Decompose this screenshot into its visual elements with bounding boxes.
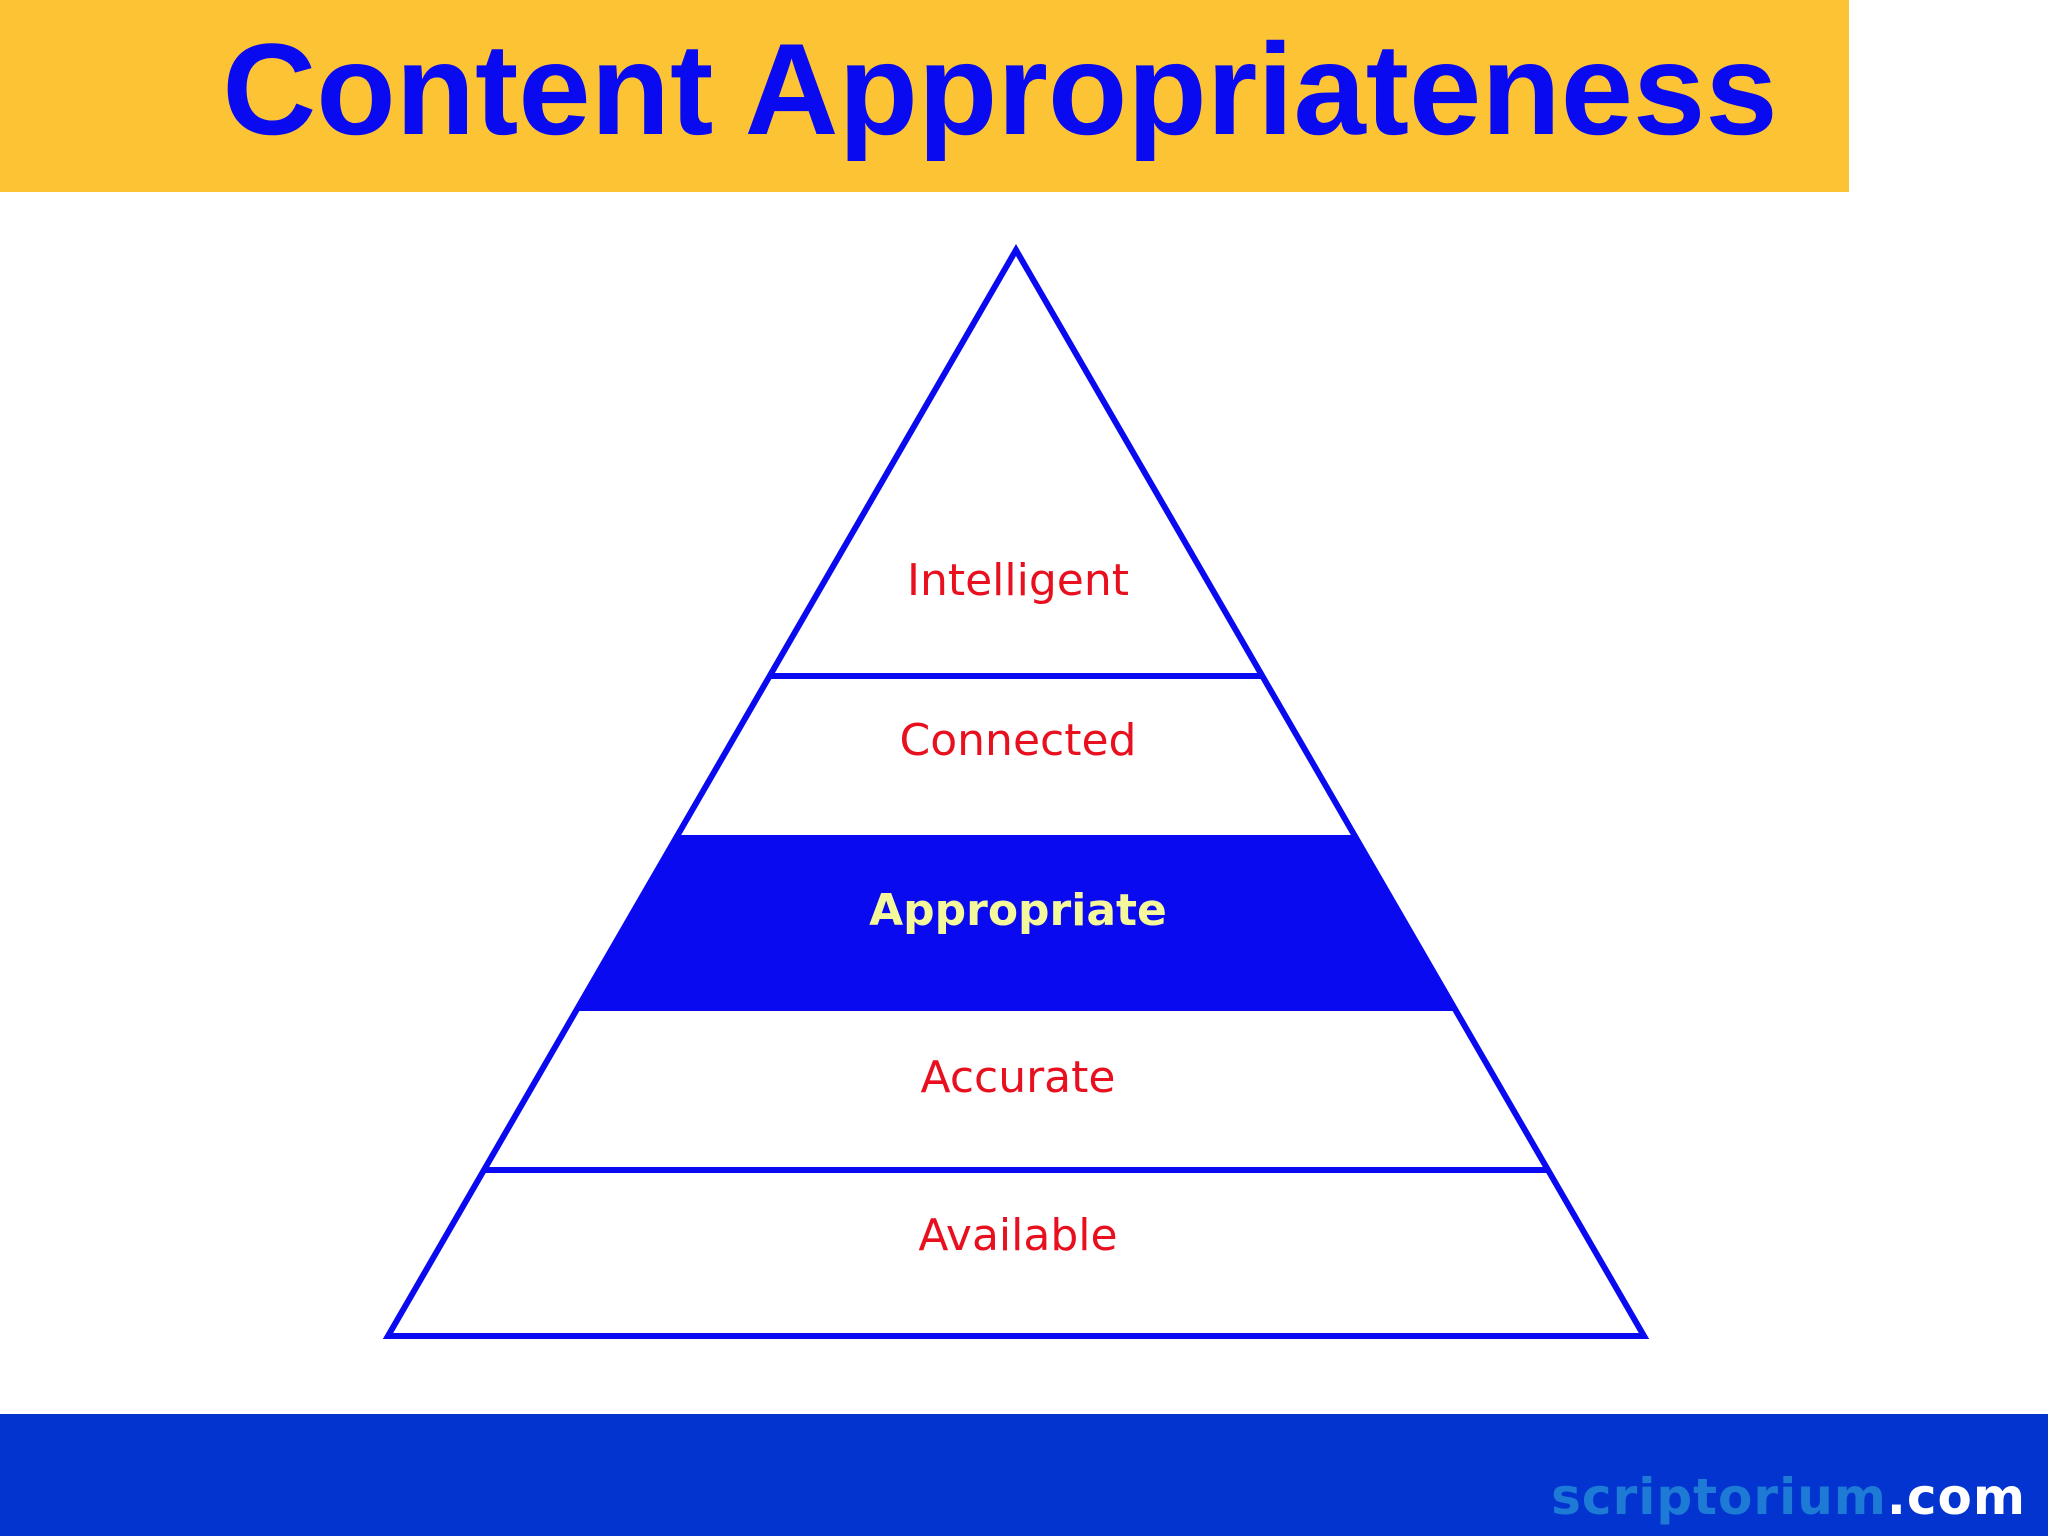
pyramid-tier-label: Intelligent xyxy=(907,555,1129,606)
slide-title: Content Appropriateness xyxy=(222,16,1778,162)
brand-name: scriptorium xyxy=(1551,1468,1887,1526)
pyramid-tier-label: Accurate xyxy=(921,1052,1116,1103)
pyramid-outline xyxy=(382,244,1650,1339)
brand-domain: .com xyxy=(1886,1468,2026,1526)
pyramid-tier-highlight xyxy=(577,838,1455,1008)
title-bar xyxy=(0,0,1849,192)
brand-logo[interactable]: scriptorium.com xyxy=(1551,1468,2026,1526)
pyramid-tier-label: Available xyxy=(918,1210,1117,1261)
pyramid-tier-label: Appropriate xyxy=(869,885,1167,936)
footer-bar: scriptorium.com xyxy=(0,1414,2048,1536)
pyramid-tier-label: Connected xyxy=(900,715,1137,766)
